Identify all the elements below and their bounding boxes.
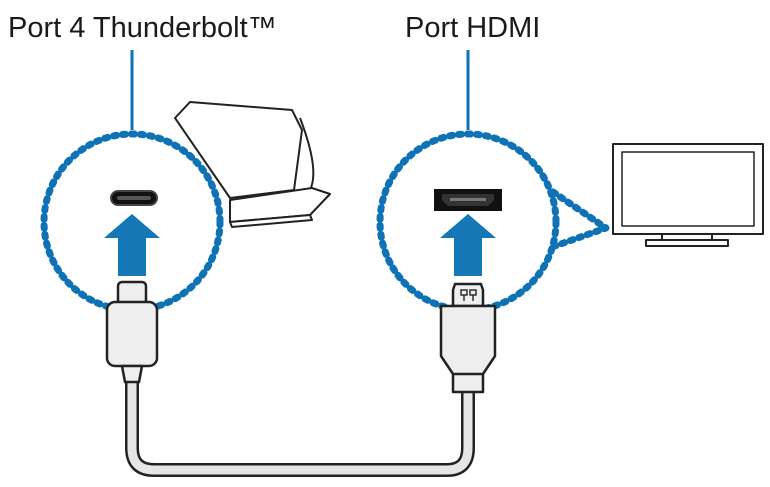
port-hdmi-label: Port HDMI (405, 12, 541, 44)
usb-c-port-tongue (117, 196, 151, 200)
cable (125, 382, 475, 477)
port-thunderbolt-label: Port 4 Thunderbolt™ (8, 12, 277, 44)
arrow-up-icon-right (440, 214, 496, 276)
hdmi-plug-icon (439, 282, 497, 394)
hdmi-logo-mark (460, 289, 477, 301)
hdmi-port-icon (434, 189, 502, 211)
usb-c-plug-icon (105, 280, 159, 384)
monitor-callout-pointer (549, 188, 610, 250)
monitor-icon (612, 143, 764, 247)
laptop-icon (174, 101, 331, 228)
arrow-up-icon (104, 214, 160, 276)
